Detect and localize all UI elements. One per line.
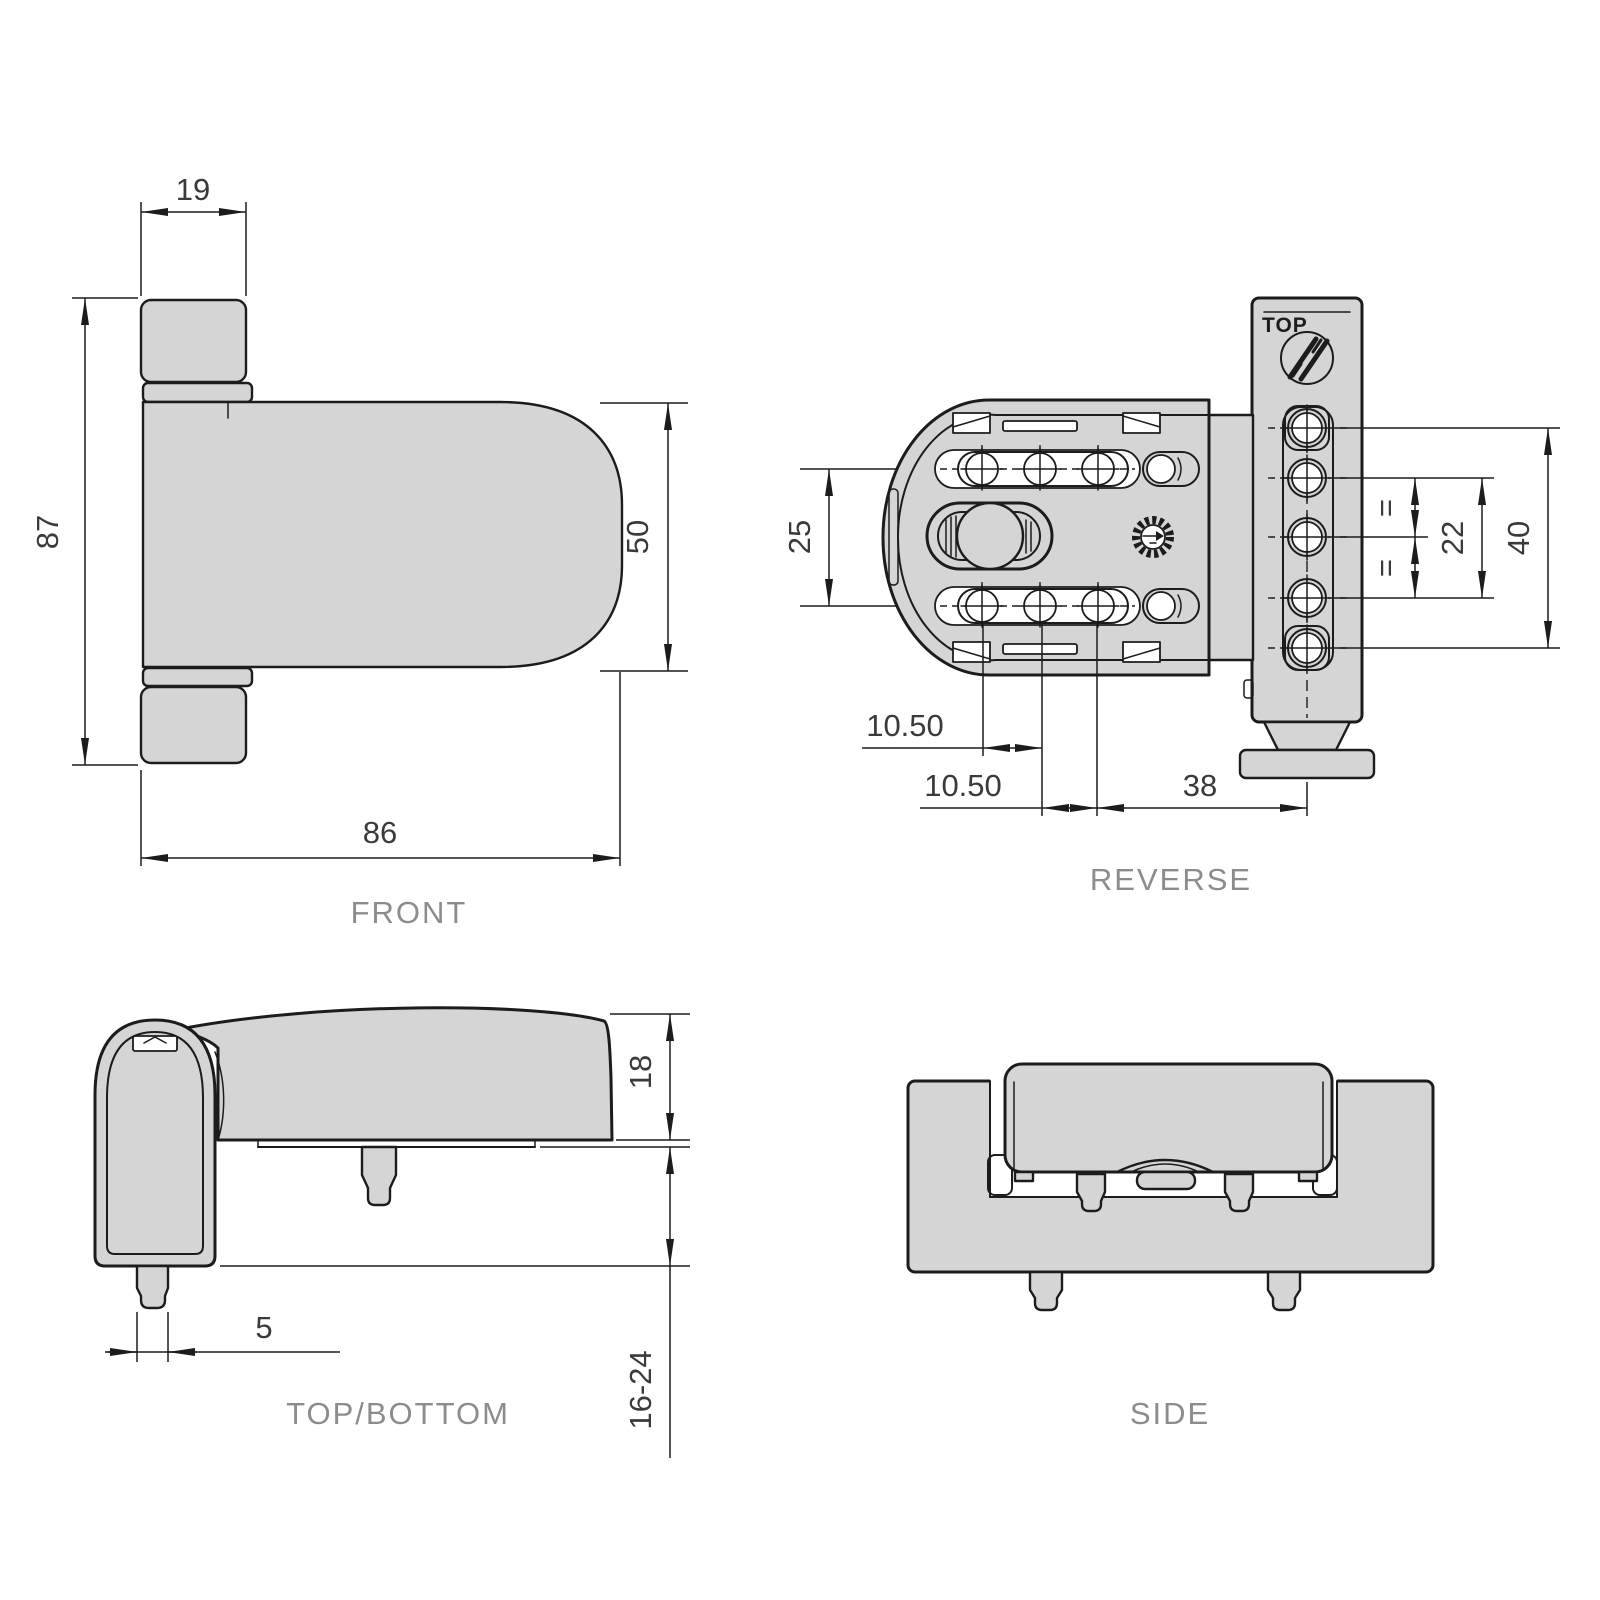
screw-icon — [1283, 574, 1331, 622]
reverse-bottom-screw-slot — [934, 582, 1200, 630]
screw-icon — [1018, 584, 1062, 628]
reverse-view: TOP — [782, 296, 1560, 897]
reverse-arm — [1207, 413, 1255, 662]
plate-top-marking: TOP — [1262, 314, 1308, 337]
screw-icon — [960, 447, 1004, 491]
dim-86: 86 — [363, 815, 397, 850]
side-peg-lower-left — [1028, 1270, 1064, 1312]
adjustment-dial-icon — [1132, 516, 1174, 558]
side-cap — [1003, 1062, 1334, 1174]
reverse-dim-row-spacing: 25 — [782, 468, 898, 607]
side-step-left — [1013, 1170, 1035, 1183]
dim-25: 25 — [782, 520, 817, 554]
reverse-plate-foot — [1262, 720, 1352, 752]
knuckle-notch-mark — [143, 1036, 167, 1044]
topbottom-center-peg — [360, 1145, 398, 1207]
side-center-stud — [1135, 1170, 1197, 1191]
front-bottom-knuckle — [139, 685, 248, 765]
reverse-top-pin — [1146, 454, 1176, 484]
reverse-left-tab — [888, 488, 899, 586]
front-dim-height-left: 87 — [30, 297, 138, 766]
side-view-label: SIDE — [1130, 1396, 1210, 1431]
front-view-label: FRONT — [351, 895, 468, 930]
equal-mark: = — [1368, 499, 1403, 517]
knuckle-notch — [132, 1035, 178, 1052]
reverse-bottom-pin-slot — [1142, 588, 1200, 624]
reverse-plate-screws — [1268, 404, 1348, 718]
side-hook-left — [987, 1154, 1013, 1196]
dim-10-50-left: 10.50 — [866, 708, 944, 743]
topbottom-body — [173, 1006, 614, 1142]
dim-40: 40 — [1501, 521, 1536, 555]
topbottom-dim-pin-offset: 5 — [105, 1310, 340, 1356]
side-cap-hump — [1116, 1158, 1214, 1174]
side-peg-upper-right — [1223, 1172, 1255, 1213]
reverse-view-label: REVERSE — [1090, 862, 1252, 897]
screw-icon — [1018, 447, 1062, 491]
dim-10-50-right: 10.50 — [924, 768, 1002, 803]
pin-edge — [1177, 594, 1182, 618]
dim-16-24: 16-24 — [623, 1350, 658, 1429]
topbottom-dims-right: 18 16-24 — [220, 1013, 690, 1458]
reverse-top-screw-slot — [934, 445, 1200, 493]
front-top-knuckle — [139, 298, 248, 384]
reverse-dims-bottom: 10.50 10.50 38 — [862, 622, 1308, 816]
pivot-arc — [214, 1051, 225, 1141]
reverse-cam-oval — [925, 501, 1054, 571]
screw-icon — [1283, 624, 1331, 672]
reverse-plate-tab — [1243, 679, 1254, 699]
dim-19: 19 — [176, 172, 210, 207]
screw-icon — [1076, 584, 1120, 628]
brand-logo-icon — [1280, 331, 1334, 385]
screw-icon — [960, 584, 1004, 628]
screw-icon — [1283, 404, 1331, 452]
dim-50: 50 — [620, 520, 655, 554]
cam-hatching — [945, 515, 1032, 558]
reverse-bottom-pin — [1146, 591, 1176, 621]
dim-87: 87 — [30, 515, 65, 549]
reverse-top-pin-slot — [1142, 451, 1200, 487]
front-dim-width-bottom: 86 — [140, 672, 621, 866]
topbottom-pin — [135, 1264, 170, 1310]
side-cap-hump-inner — [1130, 1163, 1200, 1173]
equal-mark: = — [1368, 559, 1403, 577]
front-dim-height-right: 50 — [600, 402, 688, 672]
front-top-collar — [141, 381, 254, 404]
screw-icon — [1076, 447, 1120, 491]
reverse-plate-base — [1238, 748, 1376, 780]
dim-5: 5 — [255, 1310, 272, 1345]
front-bottom-collar — [141, 666, 254, 688]
dim-22: 22 — [1435, 521, 1470, 555]
knuckle-inner-outline — [106, 1030, 204, 1255]
cam-cylinder — [955, 501, 1025, 571]
front-body — [141, 400, 624, 669]
pin-edge — [1177, 457, 1182, 481]
topbottom-view-label: TOP/BOTTOM — [286, 1396, 510, 1431]
screw-icon — [1283, 513, 1331, 561]
reverse-dims-right: = = 22 40 — [1335, 427, 1560, 649]
reverse-body-notches — [952, 412, 1161, 663]
dim-38: 38 — [1183, 768, 1217, 803]
side-peg-upper-left — [1075, 1172, 1107, 1213]
screw-icon — [1283, 454, 1331, 502]
topbottom-view: 5 18 16-24 TOP/BOTTOM — [93, 1006, 690, 1458]
side-view: SIDE — [906, 1062, 1435, 1431]
side-peg-lower-right — [1266, 1270, 1302, 1312]
front-dim-width-top: 19 — [140, 172, 247, 296]
dim-18: 18 — [623, 1055, 658, 1089]
side-step-right — [1297, 1170, 1319, 1183]
topbottom-knuckle — [93, 1018, 217, 1268]
front-view: 19 87 50 86 FRONT — [30, 172, 688, 930]
